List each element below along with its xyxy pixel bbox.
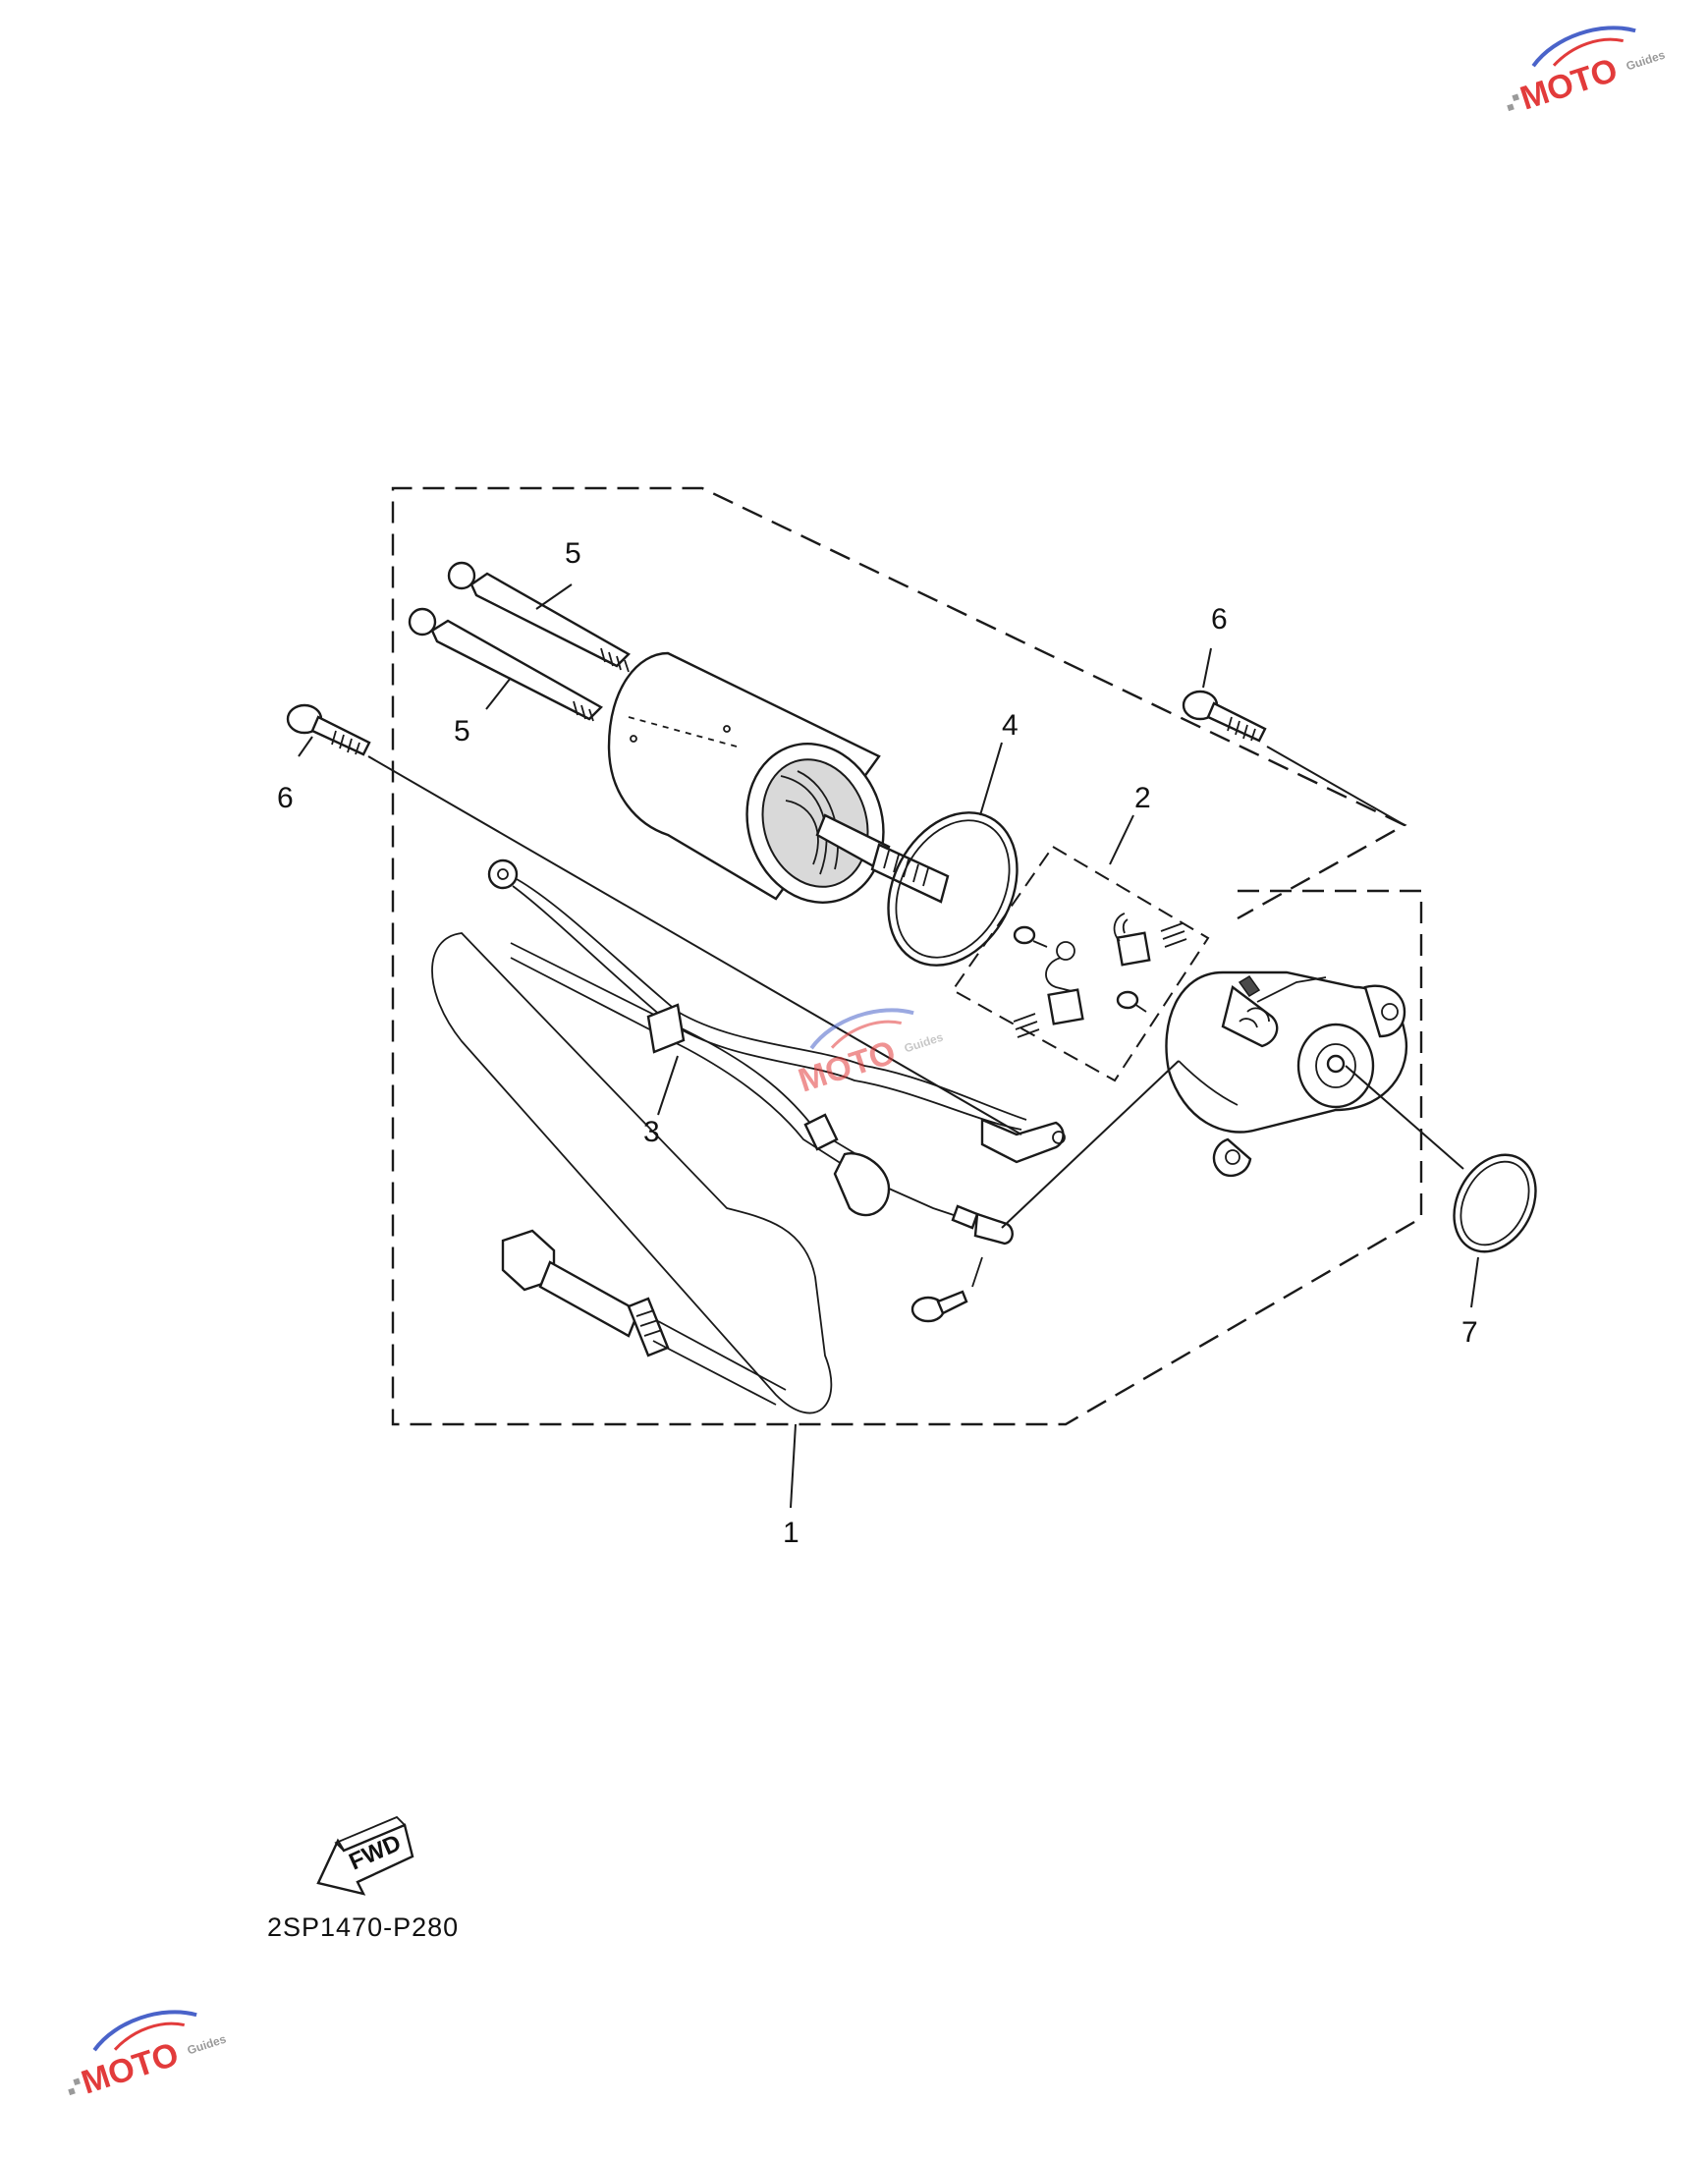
- battery-terminal: [501, 1229, 787, 1406]
- through-bolt-upper: [447, 561, 631, 673]
- forward-arrow-icon: FWD: [316, 1815, 414, 1896]
- svg-text:Guides: Guides: [186, 2032, 228, 2058]
- callout-6-right: 6: [1211, 603, 1228, 636]
- callout-2: 2: [1134, 782, 1151, 814]
- diagram-code: 2SP1470-P280: [267, 1912, 460, 1942]
- callout-5-lower: 5: [454, 715, 470, 748]
- lead-wire-outline: [431, 932, 833, 1414]
- svg-text:MOTO: MOTO: [77, 2035, 183, 2101]
- svg-text:MOTO: MOTO: [1515, 51, 1622, 117]
- callout-1: 1: [783, 1517, 799, 1549]
- brush-kit: [1013, 913, 1187, 1038]
- screw-right: [1182, 690, 1267, 743]
- svg-text:Guides: Guides: [903, 1030, 945, 1056]
- assembly-boundary: [391, 486, 1423, 1426]
- o-ring-small: [1453, 1153, 1537, 1253]
- callout-7: 7: [1461, 1316, 1478, 1349]
- callout-6-left: 6: [277, 782, 294, 814]
- svg-text:Guides: Guides: [1625, 48, 1667, 74]
- front-cover: [1165, 970, 1407, 1178]
- motor-yoke: [607, 651, 950, 904]
- screw-left: [286, 703, 371, 756]
- watermark-logo-top: MOTO Guides: [1507, 26, 1667, 118]
- o-ring-large: [887, 811, 1019, 967]
- callout-5-upper: 5: [565, 537, 581, 570]
- svg-text:MOTO: MOTO: [794, 1033, 900, 1099]
- callout-3: 3: [643, 1116, 660, 1148]
- starter-lead: [487, 858, 1066, 1323]
- callout-4: 4: [1002, 709, 1019, 742]
- watermark-logo-bottom: MOTO Guides: [68, 2010, 228, 2102]
- through-bolt-lower: [408, 607, 603, 722]
